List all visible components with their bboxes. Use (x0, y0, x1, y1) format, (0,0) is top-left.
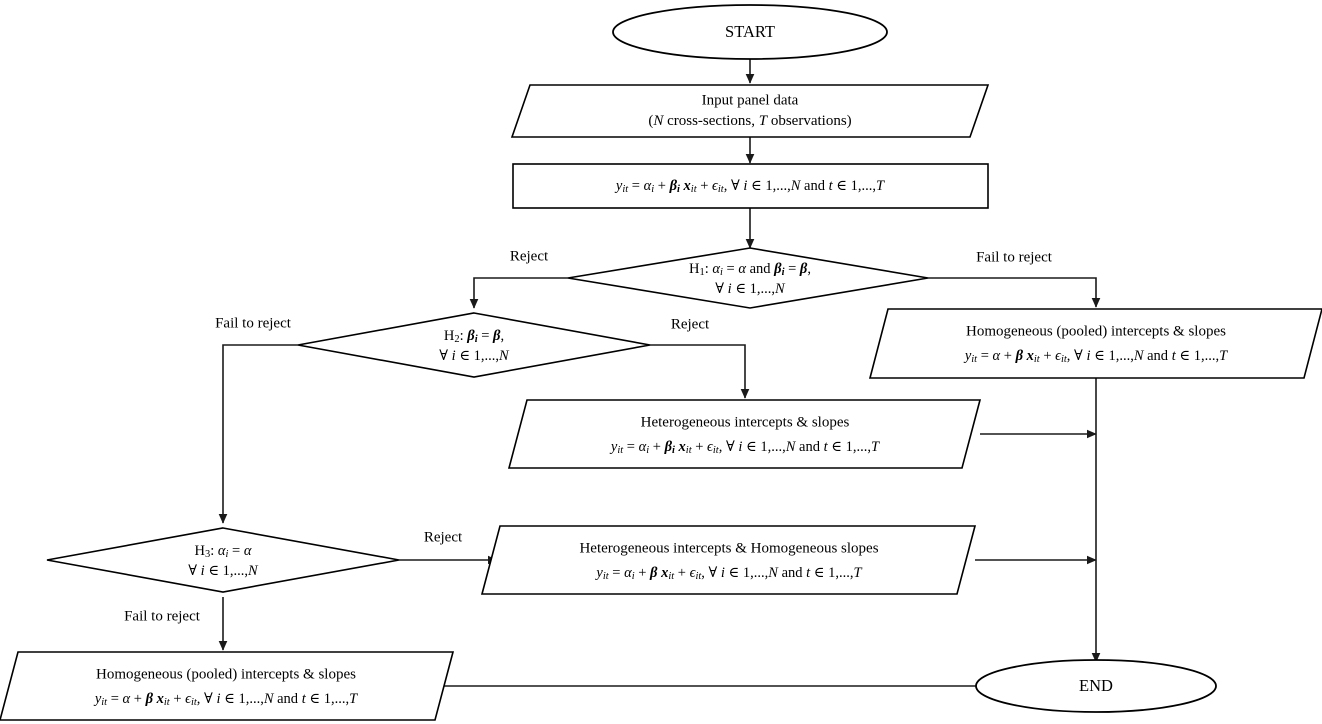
pooled-bottom-parallelogram (0, 651, 455, 721)
edge-label-h1-reject: Reject (510, 248, 549, 264)
node-hypothesis-h3[interactable]: H3: αi = α ∀ i ∈ 1,...,N (46, 527, 400, 593)
pooled-bottom-equation: yit = α + β xit + ϵit, ∀ i ∈ 1,...,N and… (93, 691, 358, 708)
edge-label-h2-fail: Fail to reject (215, 315, 292, 331)
pooled-right-line1: Homogeneous (pooled) intercepts & slopes (966, 323, 1226, 339)
end-label: END (1079, 676, 1113, 695)
hetero-int-line1: Heterogeneous intercepts & Homogeneous s… (579, 540, 878, 556)
node-end[interactable]: END (975, 659, 1217, 713)
pooled-right-equation: yit = α + β xit + ϵit, ∀ i ∈ 1,...,N and… (963, 348, 1228, 365)
edge-h1-fail-to-pooled-right (928, 277, 1101, 308)
edge-label-h3-reject: Reject (424, 529, 463, 545)
input-line2: (N cross-sections, T observations) (648, 113, 851, 129)
node-hypothesis-h2[interactable]: H2: βi = β, ∀ i ∈ 1,...,N (297, 312, 651, 378)
node-hetero-intercepts[interactable]: Heterogeneous intercepts & Homogeneous s… (480, 525, 977, 595)
h3-diamond (46, 527, 400, 593)
hetero-both-parallelogram (507, 399, 982, 469)
hetero-both-line1: Heterogeneous intercepts & slopes (641, 414, 850, 430)
h3-line1: H3: αi = α (195, 543, 252, 560)
h3-line2: ∀ i ∈ 1,...,N (188, 563, 259, 579)
h2-line1: H2: βi = β, (444, 328, 504, 345)
h2-diamond (297, 312, 651, 378)
start-ellipse (612, 4, 888, 60)
model-rectangle (512, 163, 989, 209)
end-ellipse (975, 659, 1217, 713)
node-hetero-both[interactable]: Heterogeneous intercepts & slopes yit = … (507, 399, 982, 469)
h1-line2: ∀ i ∈ 1,...,N (715, 281, 786, 297)
edge-label-h1-fail: Fail to reject (976, 249, 1053, 265)
node-pooled-bottom[interactable]: Homogeneous (pooled) intercepts & slopes… (0, 651, 455, 721)
edge-label-h2-reject: Reject (671, 316, 710, 332)
node-hypothesis-h1[interactable]: H1: αi = α and βi = β, ∀ i ∈ 1,...,N (567, 247, 929, 309)
edge-h1-reject-to-h2 (469, 277, 568, 309)
input-line1: Input panel data (702, 92, 799, 108)
pooled-bottom-line1: Homogeneous (pooled) intercepts & slopes (96, 666, 356, 682)
edge-label-h3-fail: Fail to reject (124, 608, 201, 624)
h2-line2: ∀ i ∈ 1,...,N (439, 348, 510, 364)
hetero-int-parallelogram (480, 525, 977, 595)
input-parallelogram (510, 84, 990, 138)
node-start[interactable]: START (612, 4, 888, 60)
model-equation: yit = αi + βi xit + ϵit, ∀ i ∈ 1,...,N a… (614, 178, 885, 195)
start-label: START (725, 22, 775, 41)
edge-h2-fail-to-h3 (218, 344, 298, 524)
node-model-equation[interactable]: yit = αi + βi xit + ϵit, ∀ i ∈ 1,...,N a… (512, 163, 989, 209)
h1-diamond (567, 247, 929, 309)
hetero-int-equation: yit = αi + β xit + ϵit, ∀ i ∈ 1,...,N an… (594, 565, 862, 582)
pooled-right-parallelogram (868, 308, 1322, 379)
edge-h2-reject-to-hetero-both (650, 344, 750, 399)
node-input-panel-data[interactable]: Input panel data (N cross-sections, T ob… (510, 84, 990, 138)
hetero-both-equation: yit = αi + βi xit + ϵit, ∀ i ∈ 1,...,N a… (609, 439, 880, 456)
node-pooled-right[interactable]: Homogeneous (pooled) intercepts & slopes… (868, 308, 1322, 379)
h1-line1: H1: αi = α and βi = β, (689, 261, 811, 278)
